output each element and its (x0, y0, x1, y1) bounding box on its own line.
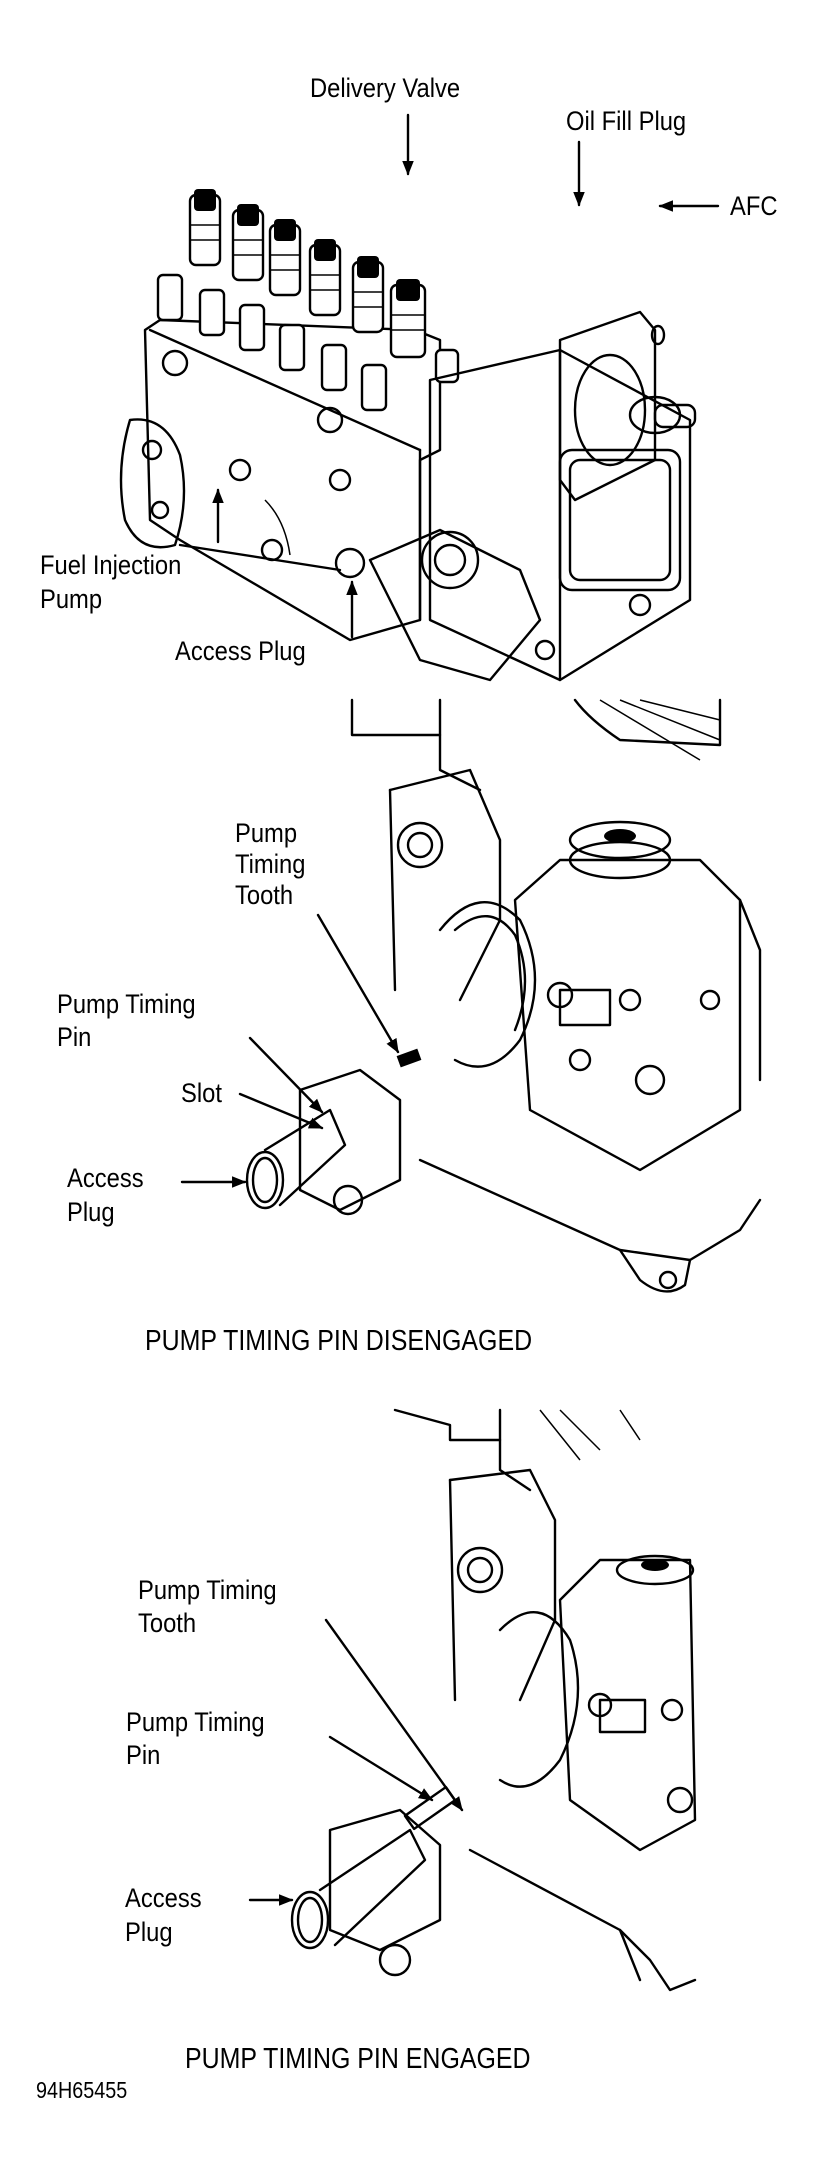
panel3-leader-arrows (248, 1618, 464, 1906)
figure-id: 94H65455 (36, 2077, 128, 2103)
arrow-pump-timing-tooth (324, 1618, 464, 1812)
label-pump-timing-pin: Pump Timing Pin (126, 1707, 265, 1770)
panel1-leader-arrows (212, 113, 720, 639)
arrow-slot (238, 1092, 324, 1130)
label-slot: Slot (181, 1078, 222, 1108)
label-pump-timing-tooth: Pump Timing Tooth (235, 818, 306, 910)
label-access-plug: Access Plug (125, 1883, 202, 1947)
arrow-pump-timing-pin (248, 1036, 324, 1114)
caption-engaged: PUMP TIMING PIN ENGAGED (185, 2043, 531, 2075)
arrow-pump-timing-pin (328, 1735, 434, 1802)
fuel-injection-pump-illustration (119, 189, 697, 682)
label-pump-timing-pin: Pump Timing Pin (57, 989, 196, 1052)
label-oil-fill-plug: Oil Fill Plug (566, 106, 687, 136)
timing-pin-engaged-illustration (290, 1408, 697, 1992)
label-delivery-valve: Delivery Valve (310, 73, 461, 103)
timing-pin-disengaged-illustration (245, 698, 762, 1293)
label-fuel-injection-pump: Fuel Injection Pump (40, 550, 182, 614)
label-pump-timing-tooth: Pump Timing Tooth (138, 1575, 277, 1638)
panel2-leader-arrows (180, 913, 400, 1188)
delivery-valves (156, 189, 460, 412)
caption-disengaged: PUMP TIMING PIN DISENGAGED (145, 1325, 533, 1357)
arrow-pump-timing-tooth (316, 913, 400, 1054)
label-afc: AFC (730, 191, 778, 221)
label-access-plug: Access Plug (67, 1163, 144, 1227)
label-access-plug: Access Plug (175, 636, 306, 666)
